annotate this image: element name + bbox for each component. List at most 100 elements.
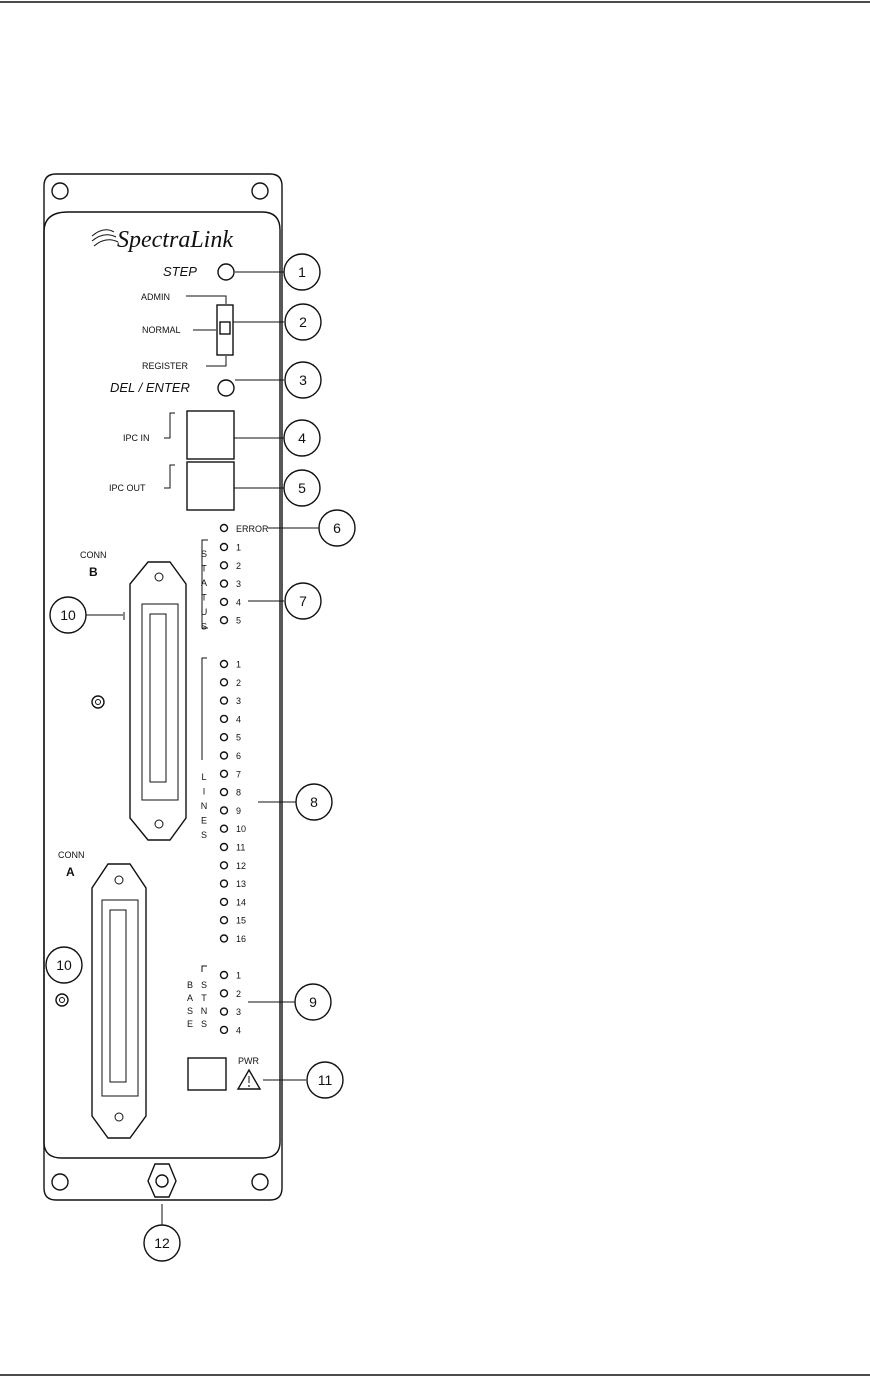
callout-7-number: 7: [299, 593, 307, 609]
error-label: ERROR: [236, 524, 269, 534]
step-button[interactable]: [217, 263, 235, 281]
base-letter: B: [187, 980, 193, 990]
callout-5-number: 5: [298, 480, 306, 496]
callout-2-number: 2: [299, 314, 307, 330]
callout-10-circle: [49, 596, 87, 634]
conn-a-letter: A: [66, 865, 75, 879]
line-led: [219, 678, 229, 687]
brand-logo-text: SpectraLink: [117, 227, 233, 253]
callout-6-number: 6: [333, 520, 341, 536]
status-letter: T: [201, 564, 207, 574]
mount-hole-bottom-left: [51, 1173, 69, 1191]
line-led-label: 13: [236, 879, 246, 889]
normal-label: NORMAL: [142, 325, 181, 335]
ipc-out-label: IPC OUT: [109, 483, 146, 493]
line-led: [219, 879, 229, 888]
callout-2-circle: [284, 303, 322, 341]
callout-11-circle: [306, 1061, 344, 1099]
lines-letter: S: [201, 830, 207, 840]
callout-4-number: 4: [298, 430, 306, 446]
callout-5-circle: [283, 469, 321, 507]
base-letter: S: [187, 1006, 193, 1016]
line-led: [219, 842, 229, 852]
spectralink-logo: SpectraLink: [91, 227, 233, 253]
callout-6-circle: [318, 509, 356, 547]
status-letter: S: [201, 549, 207, 559]
lines-letter: N: [201, 801, 208, 811]
ground-stud: [147, 1163, 177, 1198]
callout-8-number: 8: [310, 794, 318, 810]
callout-10-number: 10: [56, 957, 72, 973]
status-led: [219, 579, 229, 588]
mode-switch-knob: [219, 321, 231, 335]
status-led-label: 2: [236, 561, 241, 571]
line-led-label: 11: [236, 843, 245, 853]
ipc-in-port[interactable]: [186, 410, 235, 460]
mode-switch[interactable]: [216, 304, 234, 356]
callout-9-circle: [294, 983, 332, 1021]
line-led: [219, 824, 229, 833]
line-led: [219, 916, 229, 925]
callout-9-number: 9: [309, 994, 317, 1010]
line-led: [219, 696, 229, 705]
base-station-led-label: 4: [236, 1025, 241, 1035]
callout-1-number: 1: [298, 264, 306, 280]
connector-b[interactable]: [129, 561, 187, 841]
status-led-label: 3: [236, 579, 241, 589]
stns-letter: S: [201, 1019, 207, 1029]
mount-hole-top-right: [251, 182, 269, 200]
base-station-led: [219, 1025, 229, 1035]
lines-letter: L: [201, 772, 206, 782]
callout-3-number: 3: [299, 372, 307, 388]
conn-a-label: CONN: [58, 850, 85, 860]
pwr-label: PWR: [238, 1056, 259, 1066]
del-enter-button[interactable]: [217, 379, 235, 397]
ipc-out-port[interactable]: [186, 461, 235, 511]
line-led-label: 10: [236, 824, 246, 834]
line-led: [219, 806, 229, 815]
base-station-led: [219, 989, 229, 998]
warning-triangle-icon: [236, 1068, 262, 1090]
register-label: REGISTER: [142, 361, 189, 371]
line-led: [219, 897, 229, 907]
line-led-label: 5: [236, 733, 241, 743]
callout-3-circle: [284, 361, 322, 399]
line-led-label: 4: [236, 714, 241, 724]
stns-letter: S: [201, 980, 207, 990]
line-led: [219, 733, 229, 742]
callout-12-number: 12: [154, 1235, 170, 1251]
callout-10-number: 10: [60, 607, 76, 623]
line-led-label: 14: [236, 897, 246, 907]
base-letter: E: [187, 1019, 193, 1029]
callout-8-circle: [295, 783, 333, 821]
line-led: [219, 659, 229, 669]
power-switch[interactable]: [187, 1057, 227, 1091]
connector-a[interactable]: [91, 863, 147, 1139]
lines-bracket: [201, 657, 207, 760]
status-led-label: 4: [236, 597, 241, 607]
mount-hole-bottom-right: [251, 1173, 269, 1191]
base-station-led-label: 2: [236, 989, 241, 999]
callout-10-circle: [45, 946, 83, 984]
lines-letter: I: [203, 787, 206, 797]
status-bracket: [201, 539, 208, 629]
line-led: [219, 714, 229, 724]
base-letter: A: [187, 993, 193, 1003]
line-led: [219, 769, 229, 778]
conn-b-letter: B: [89, 565, 98, 579]
base-station-led-label: 3: [236, 1007, 241, 1017]
status-letter: T: [201, 593, 207, 603]
line-led-label: 2: [236, 678, 241, 688]
lines-letter: E: [201, 816, 207, 826]
line-led-label: 6: [236, 751, 241, 761]
line-led: [219, 787, 229, 797]
base-bracket: [201, 965, 207, 972]
line-led-label: 7: [236, 769, 241, 779]
faceplate: [43, 211, 281, 1159]
admin-label: ADMIN: [141, 292, 170, 302]
status-letter: U: [201, 607, 208, 617]
